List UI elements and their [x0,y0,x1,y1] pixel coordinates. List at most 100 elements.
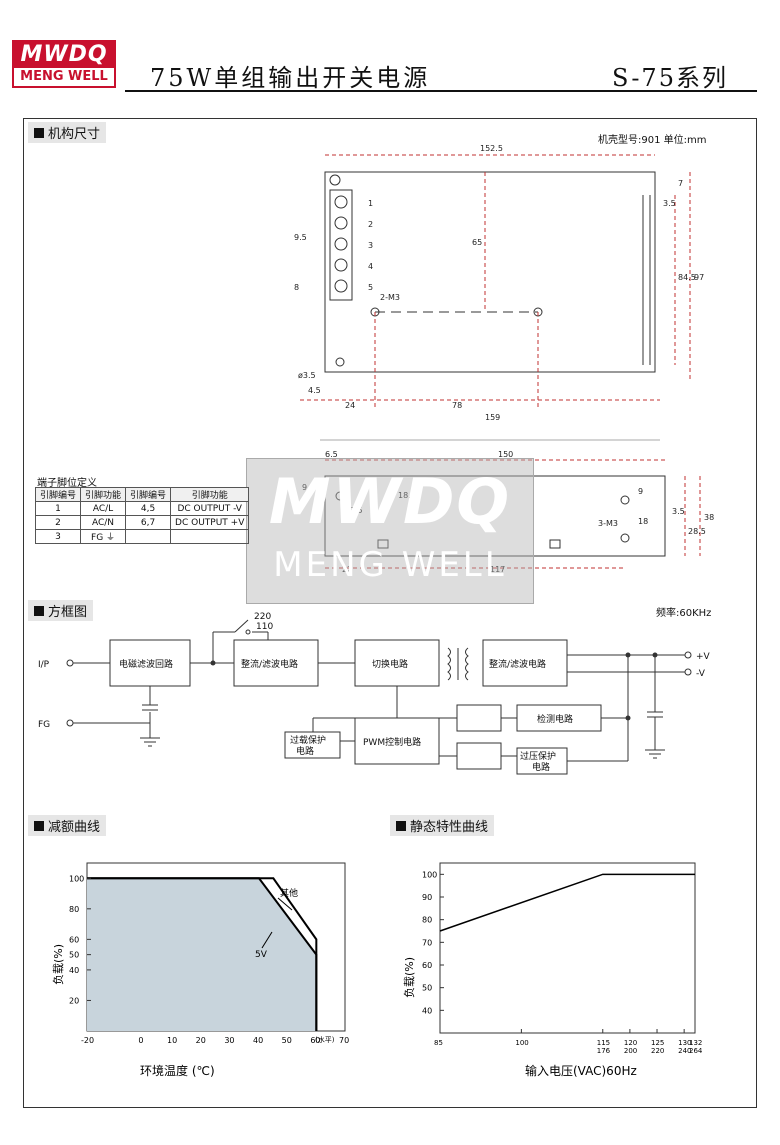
dim-label: 84.5 [678,273,696,282]
terminal-label: 4 [368,262,373,271]
x-tick-label: 70 [339,1036,349,1045]
pin-table-title: 端子脚位定义 [37,478,97,489]
pin-cell: FG ⏚ [80,529,127,544]
table-row: 3 FG ⏚ [34,529,250,544]
x-tick-label-alt: 220 [651,1047,664,1055]
dim-label: 3-M3 [598,519,618,528]
dim-label: 4.5 [308,386,321,395]
x-tick-label-alt: 176 [597,1047,611,1055]
dim-label: ø3.5 [298,371,316,380]
pin-header: 引脚编号 [34,487,82,502]
x-unit: (水平) [315,1035,335,1044]
x-tick-label: 30 [224,1036,234,1045]
series-name: S-75系列 [612,64,728,92]
dim-label: 152.5 [480,144,503,153]
header-rule [125,90,757,92]
dim-label: 150 [498,450,513,459]
pin-cell [170,529,250,544]
square-bullet-icon [34,127,44,138]
derating-area [87,878,317,1031]
logo-subtext: MENG WELL [20,69,108,84]
callout-5v [261,931,273,949]
dim-label: 2-M3 [380,293,400,302]
pin-cell: 2 [34,515,82,530]
detect-block-label: 检测电路 [537,713,573,725]
ground-icon [140,737,665,759]
series-line-1 [87,877,318,1031]
olp-label-2: 电路 [296,745,314,757]
terminal-label: 2 [368,220,373,229]
dim-label: 78 [452,401,462,410]
pin-cell [125,529,172,544]
y-axis-label: 负载(%) [51,944,65,985]
y-tick-label: 40 [422,1006,432,1015]
x-tick-label: -20 [81,1036,94,1045]
section-title: 减额曲线 [48,820,101,835]
dim-label: 18 [638,517,648,526]
pin-cell: AC/N [80,515,127,530]
dim-label: 97 [694,273,704,282]
pin-cell: 4,5 [125,501,172,516]
case-outline [324,171,656,373]
x-tick-label: 100 [515,1039,528,1047]
ovp-label-2: 电路 [532,761,550,773]
section-title: 机构尺寸 [48,127,101,142]
output-rectifier-label: 整流/滤波电路 [489,658,546,670]
brand-logo: MWDQ MENG WELL [12,40,116,88]
x-tick-label-alt: 264 [689,1047,703,1055]
content-frame [23,118,757,1108]
pwm-block-label: PWM控制电路 [363,736,421,748]
dim-label: 28.5 [688,527,706,536]
x-tick-label: 20 [196,1036,206,1045]
dim-label: 9.5 [294,233,307,242]
x-tick-label: 130 [678,1039,691,1047]
dim-label: 22 [342,565,352,574]
dim-label: 18.5 [398,491,416,500]
dim-label: 3.5 [663,199,676,208]
section-block: 方框图 [28,600,94,621]
pin-cell: 6,7 [125,515,172,530]
dim-label: 6.5 [325,450,338,459]
square-bullet-icon [396,820,406,831]
y-tick-label: 70 [422,938,432,947]
section-static: 静态特性曲线 [390,815,495,836]
pin-header: 引脚编号 [125,487,172,502]
x-tick-label: 132 [689,1039,702,1047]
dim-label: 38 [704,513,714,522]
dim-label: 117 [490,565,505,574]
dim-label: 3.5 [672,507,685,516]
voltage-220-label: 220 [254,612,271,622]
terminal-label: 3 [368,241,373,250]
y-tick-label: 100 [69,874,84,883]
dim-label: ø3.5 [345,506,363,515]
terminal-label: 5 [368,283,373,292]
pin-header: 引脚功能 [170,487,250,502]
frequency-label: 频率:60KHz [656,608,712,619]
chart-frame [439,862,696,1034]
y-tick-label: 90 [422,893,432,902]
rectifier-block-label: 整流/滤波电路 [241,658,298,670]
pin-header: 引脚功能 [80,487,127,502]
top-view-drawing: 1 2 3 4 5 152.5 65 3.5 7 84.5 97 9.5 8 2… [294,144,704,441]
page-title: 75W单组输出开关电源 [150,64,431,92]
section-title: 静态特性曲线 [410,820,489,835]
dim-label: 9 [638,487,643,496]
dim-label: 9 [302,483,307,492]
logo-text: MWDQ [14,42,114,68]
x-axis-label: 环境温度 (℃) [140,1063,215,1078]
case-info: 机壳型号:901 单位:mm [598,135,707,146]
callout-other [277,897,293,911]
block-diagram: I/P FG 220 110 电磁滤波回路 整流/滤波电路 切换电路 整流/滤波… [38,612,711,775]
x-tick-label: 85 [434,1039,443,1047]
x-tick-label: 40 [253,1036,263,1045]
x-tick-label: 120 [624,1039,637,1047]
side-view-drawing: 6.5 150 9 18.5 ø3.5 22 117 9 18 3-M3 3.5… [302,450,714,574]
emi-block-label: 电磁滤波回路 [119,658,173,670]
dim-label: 65 [472,238,482,247]
x-tick-label: 50 [282,1036,292,1045]
table-row: 1 AC/L 4,5 DC OUTPUT -V [34,501,250,516]
square-bullet-icon [34,820,44,831]
section-mech: 机构尺寸 [28,122,107,143]
